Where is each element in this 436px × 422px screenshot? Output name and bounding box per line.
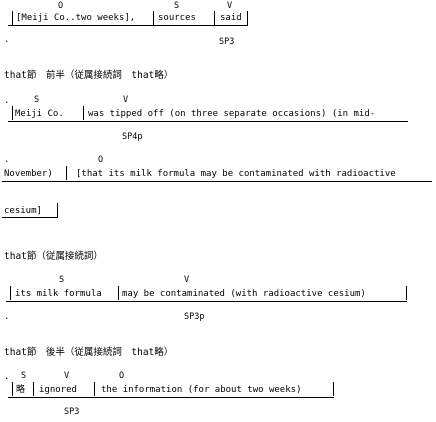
line-dot: . <box>4 372 10 382</box>
segment-divider <box>333 382 334 396</box>
segment-object: [Meiji Co..two weeks], <box>16 13 136 23</box>
subject-label: S <box>34 95 40 105</box>
verb-label: V <box>123 95 129 105</box>
underline <box>8 397 334 398</box>
object-label: O <box>119 371 125 381</box>
segment-divider <box>153 11 154 25</box>
verb-label: V <box>184 275 190 285</box>
segment-subject: sources <box>158 13 196 23</box>
line-dot: . <box>4 155 10 165</box>
segment-object: the information (for about two weeks) <box>101 385 302 395</box>
segment-divider <box>33 382 34 396</box>
section-heading: that節（従属接続詞） <box>4 251 103 262</box>
underline <box>2 217 58 218</box>
segment-divider <box>66 166 67 180</box>
underline <box>8 121 408 122</box>
section-heading: that節 前半（従属接続詞 that略） <box>4 70 174 81</box>
sentence-pattern-label: SP3 <box>219 37 235 47</box>
segment-divider <box>83 106 84 120</box>
segment-divider <box>94 382 95 396</box>
line-dot: . <box>4 96 10 106</box>
verb-label: V <box>64 371 70 381</box>
line-dot: . <box>4 35 10 45</box>
underline <box>8 25 248 26</box>
subject-label: S <box>21 371 27 381</box>
object-label: O <box>98 155 104 165</box>
segment-verb: was tipped off (on three separate occasi… <box>88 109 376 119</box>
segment-verb: ignored <box>39 385 77 395</box>
sentence-pattern-label: SP3 <box>64 407 80 417</box>
segment-object-continued: cesium] <box>4 206 42 216</box>
segment-subject: 略 <box>16 385 26 395</box>
segment-divider <box>12 106 13 120</box>
sentence-pattern-label: SP4p <box>122 132 143 142</box>
segment-divider <box>12 11 13 25</box>
segment-subject: Meiji Co. <box>15 109 64 119</box>
segment-divider <box>247 11 248 25</box>
subject-label: S <box>59 275 65 285</box>
underline <box>6 301 407 302</box>
object-label: O <box>58 1 64 11</box>
segment-divider <box>57 203 58 217</box>
underline <box>2 181 432 182</box>
segment-divider <box>214 11 215 25</box>
subject-label: S <box>174 1 180 11</box>
section-heading: that節 後半（従属接続詞 that略） <box>4 347 174 358</box>
segment-verb: may be contaminated (with radioactive ce… <box>122 289 366 299</box>
segment-subject: its milk formula <box>15 289 102 299</box>
sentence-pattern-label: SP3p <box>184 312 205 322</box>
line-dot: . <box>4 312 10 322</box>
segment-divider <box>12 382 13 396</box>
segment-verb-end: November) <box>4 169 53 179</box>
segment-divider <box>10 286 11 300</box>
segment-divider <box>406 286 407 300</box>
verb-label: V <box>227 1 233 11</box>
segment-object: [that its milk formula may be contaminat… <box>76 169 396 179</box>
segment-divider <box>118 286 119 300</box>
segment-verb: said <box>220 13 242 23</box>
